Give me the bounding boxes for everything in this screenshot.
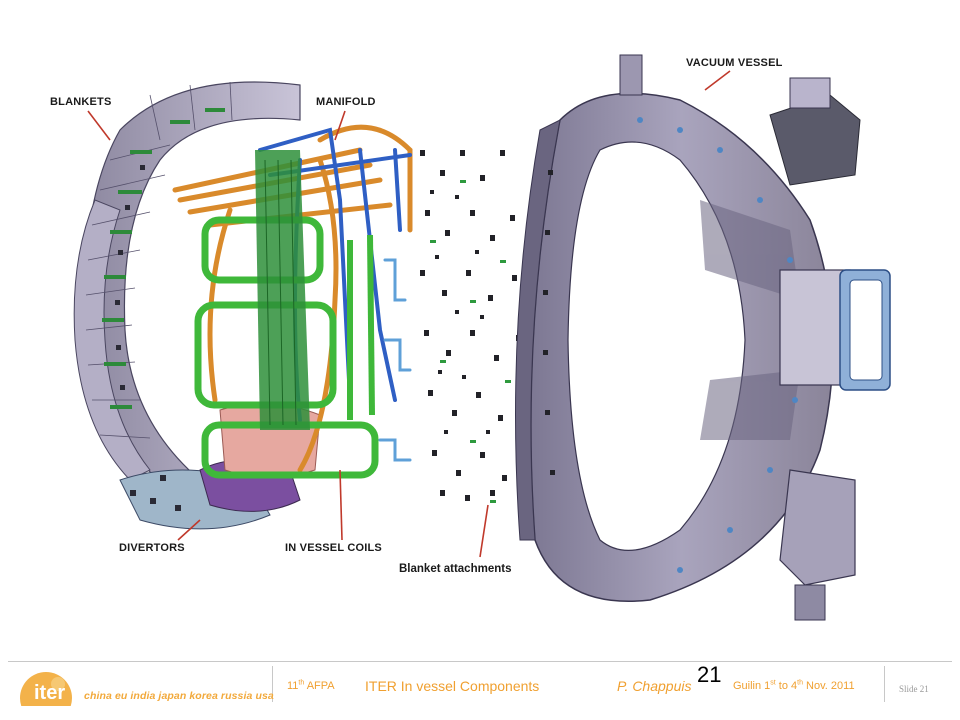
iter-logo-word: iter <box>34 682 66 704</box>
label-divertors: DIVERTORS <box>119 542 185 554</box>
top-port <box>619 54 643 96</box>
page-number: 21 <box>697 662 722 687</box>
label-manifold: MANIFOLD <box>316 96 376 108</box>
iter-members-text: china eu india japan korea russia usa <box>84 690 274 702</box>
blanket-modules <box>73 81 301 506</box>
footer-author: P. Chappuis <box>617 678 692 694</box>
vacuum-vessel-sector <box>515 54 891 621</box>
footer-title: ITER In vessel Components <box>365 678 540 694</box>
slide-number-label: Slide 21 <box>899 684 929 694</box>
label-vacuum-vessel: VACUUM VESSEL <box>686 57 783 69</box>
iter-logo: iter china eu india japan korea russia u… <box>12 670 274 720</box>
footer-place-date: Guilin 1st to 4th Nov. 2011 <box>733 679 855 692</box>
lower-port <box>779 469 856 586</box>
footer-separator-left <box>272 666 273 702</box>
iter-exploded-view-figure <box>73 54 891 621</box>
blanket-attachment-parts <box>420 150 525 503</box>
label-in-vessel-coils: IN VESSEL COILS <box>285 542 382 554</box>
label-blanket-attachments: Blanket attachments <box>399 563 512 575</box>
label-blankets: BLANKETS <box>50 96 112 108</box>
footer-conference: 11th AFPA <box>287 679 335 692</box>
central-green-column <box>255 150 310 430</box>
footer-divider <box>8 661 952 662</box>
equatorial-port <box>779 269 851 386</box>
footer-separator-right <box>884 666 885 702</box>
leader-lines <box>87 70 731 558</box>
